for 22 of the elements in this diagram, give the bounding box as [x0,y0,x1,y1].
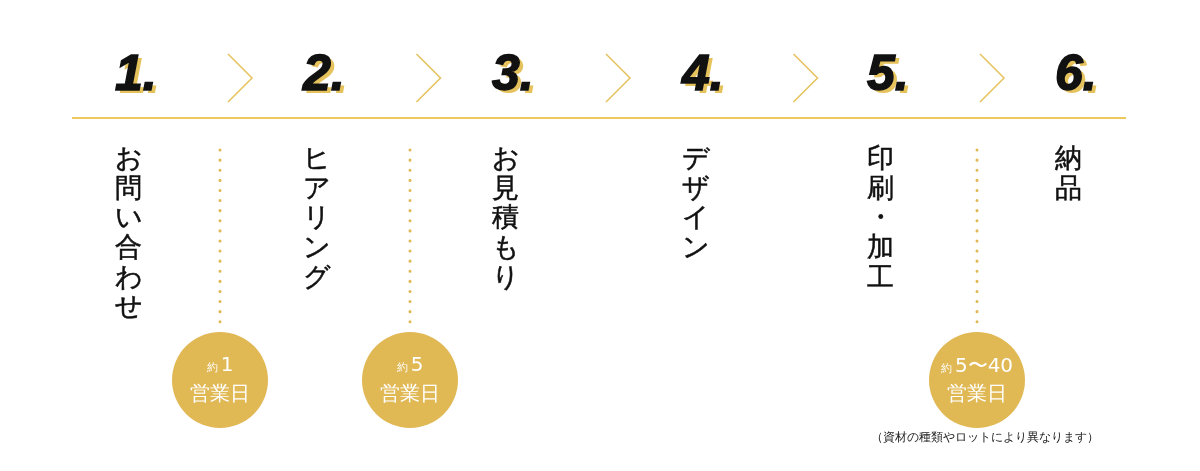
day-count: 5 [410,352,424,376]
step-number: 3. [492,45,534,101]
step-label: お問い合わせ [115,143,142,322]
business-days-label: 営業日 [379,380,441,407]
step-label: お見積もり [492,143,519,292]
day-count: 1 [220,352,234,376]
step-number: 4. [682,45,724,101]
step-label: 納品 [1055,143,1082,203]
step-number: 5. [867,45,909,101]
step-label: ヒアリング [303,143,330,292]
business-days-label: 営業日 [189,380,251,407]
note-text: （資材の種類やロットにより異なります） [871,429,1099,446]
step-number: 1. [115,45,157,101]
approx-label: 約 [206,361,218,374]
step-label: 印刷・加工 [867,143,894,292]
day-count: 5〜40 [954,353,1014,377]
business-days-label: 営業日 [946,380,1008,407]
step-number: 2. [303,45,345,101]
approx-label: 約 [396,361,408,374]
step-label: デザイン [682,143,709,262]
step-number: 6. [1055,45,1097,101]
approx-label: 約 [940,362,952,375]
